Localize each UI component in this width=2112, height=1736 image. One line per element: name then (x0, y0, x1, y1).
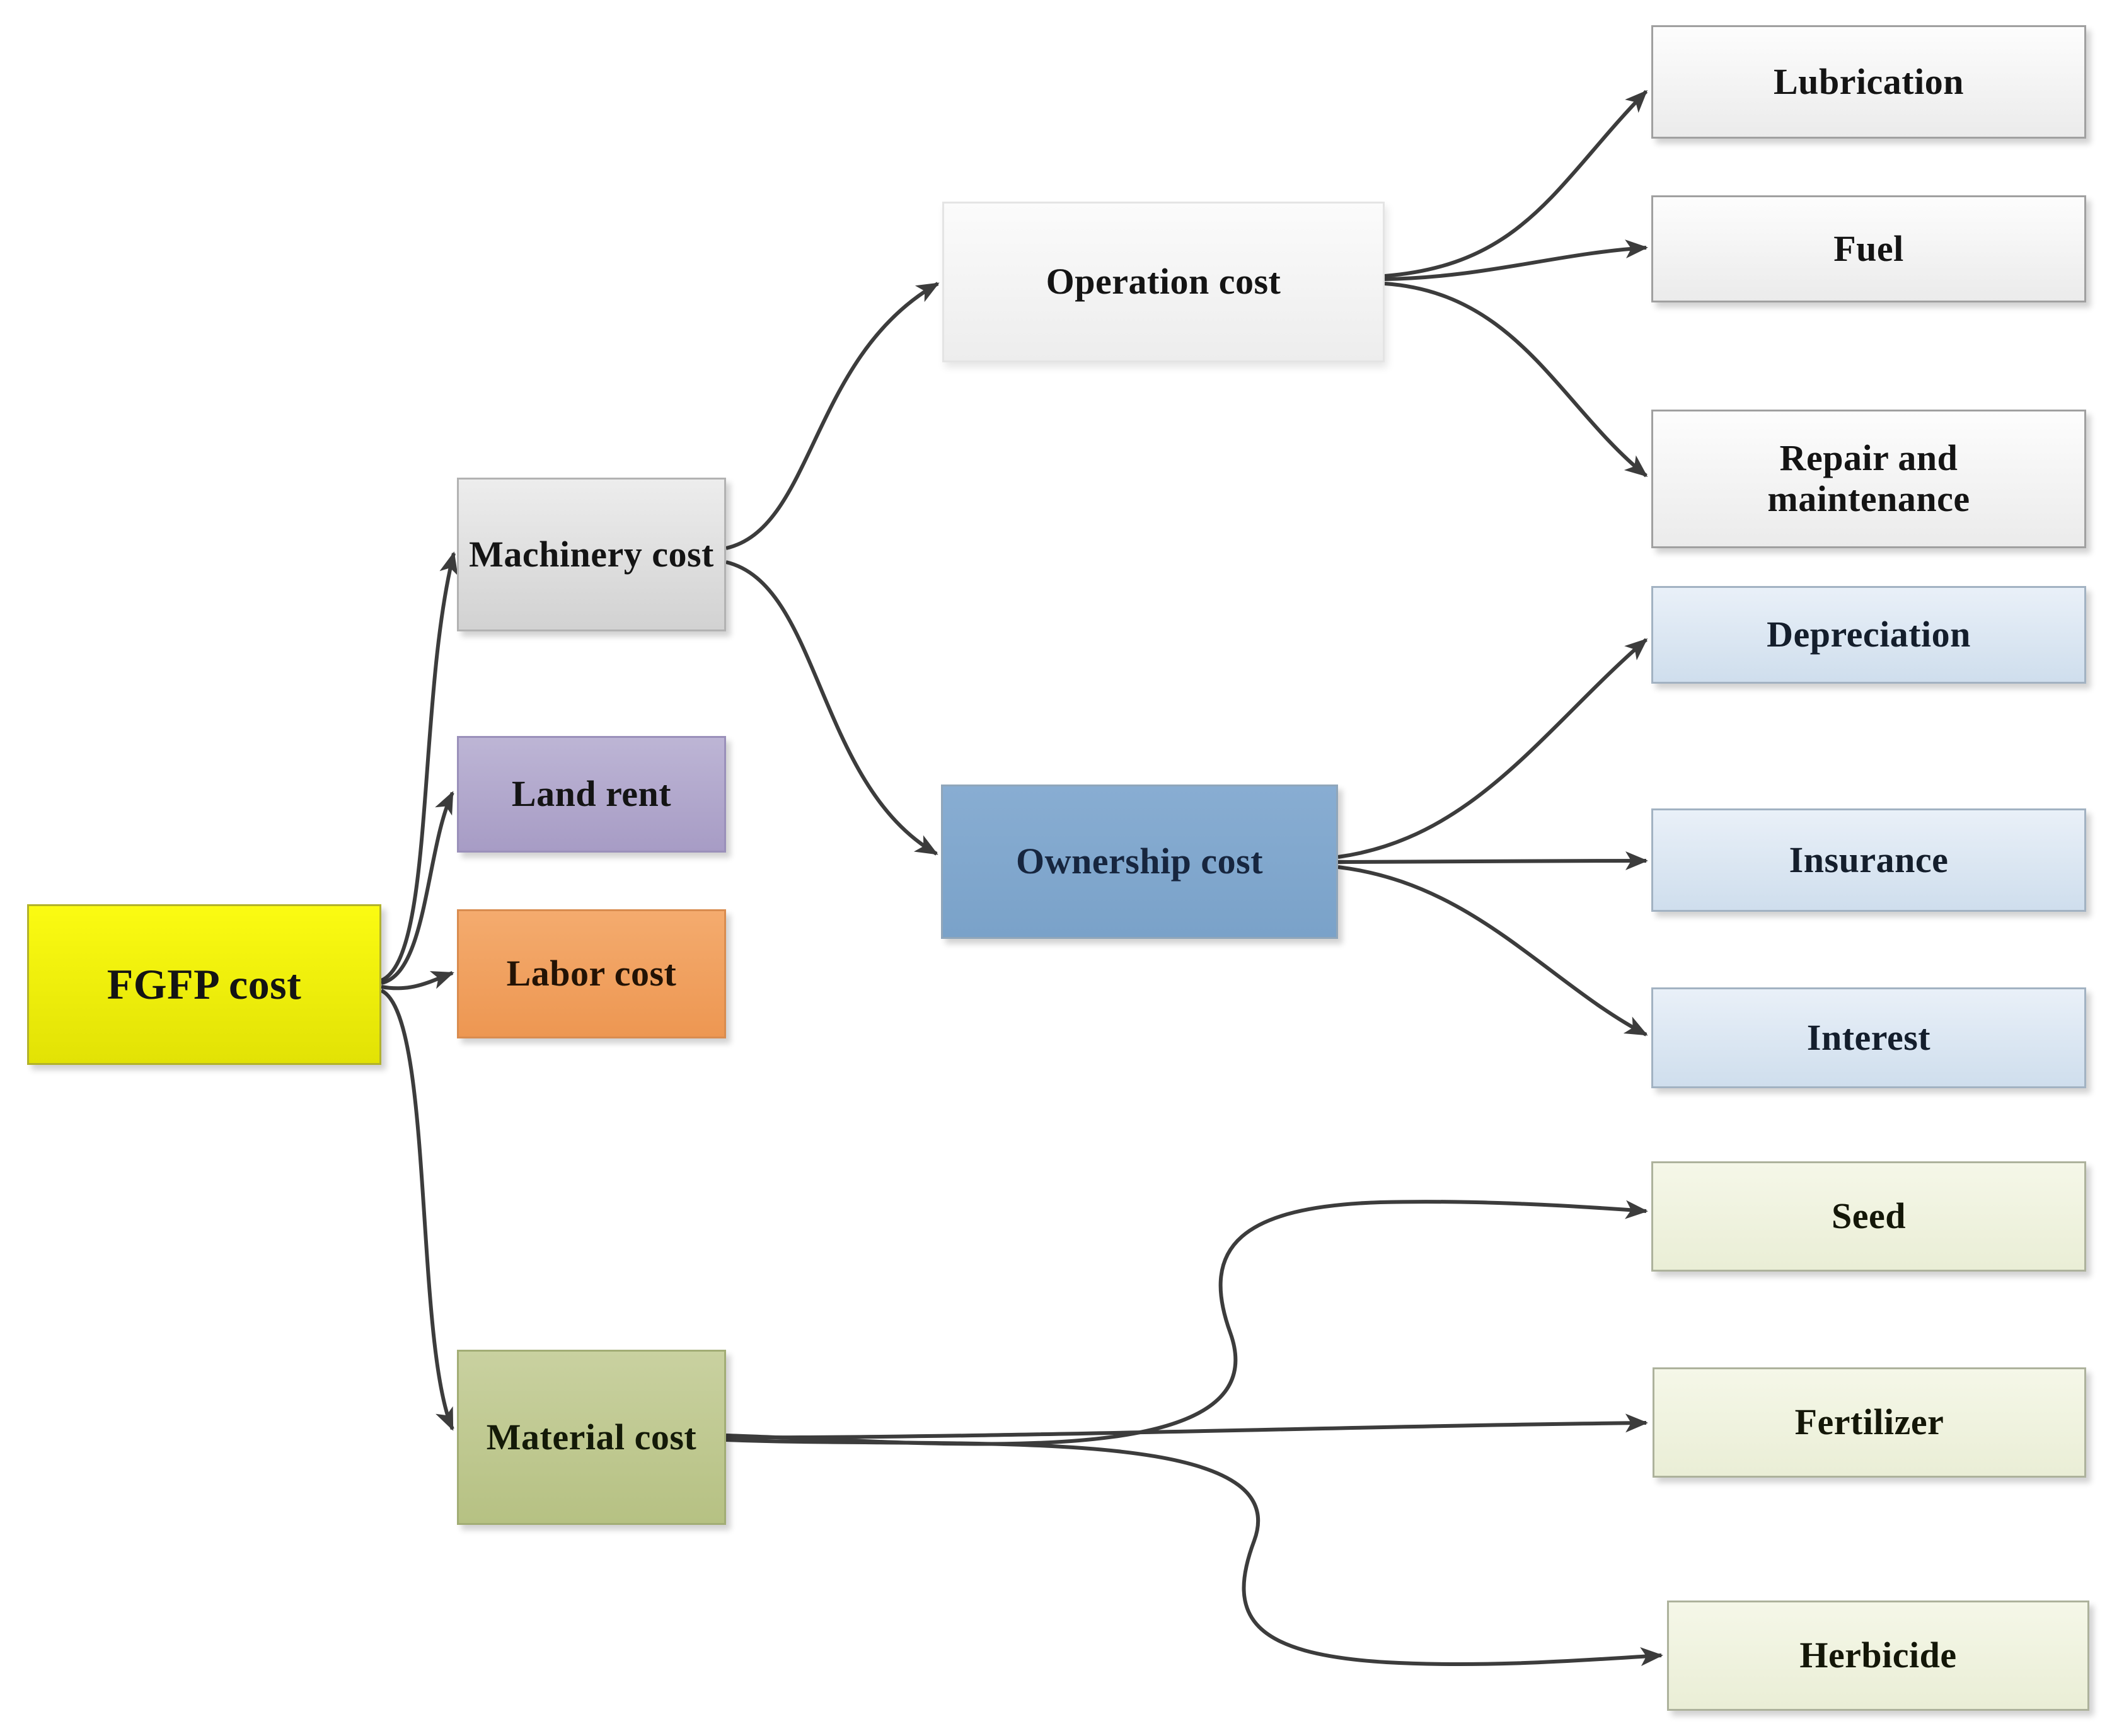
node-label: Depreciation (1767, 614, 1971, 655)
arrow-material-to-herbicide (725, 1438, 1663, 1667)
arrow-machinery-to-ownership (725, 560, 938, 856)
node-label: Lubrication (1774, 60, 1964, 102)
node-fgfp: FGFP cost (27, 904, 381, 1065)
node-seed: Seed (1651, 1161, 2086, 1272)
node-lubrication: Lubrication (1651, 25, 2086, 139)
node-label: Labor cost (506, 953, 677, 994)
arrow-material-to-fertilizer (725, 1413, 1648, 1440)
node-label: Ownership cost (1015, 841, 1264, 882)
node-land: Land rent (457, 736, 726, 853)
arrow-operation-to-lubrication (1384, 89, 1648, 278)
arrow-fgfp-to-material (380, 989, 454, 1431)
node-herbicide: Herbicide (1667, 1601, 2089, 1711)
arrow-fgfp-to-machinery (380, 551, 458, 982)
arrow-material-to-seed (725, 1200, 1648, 1446)
node-label: Land rent (511, 773, 672, 815)
arrow-ownership-to-insurance (1337, 851, 1648, 871)
arrow-ownership-to-interest (1337, 865, 1648, 1037)
node-label: Interest (1806, 1016, 1931, 1058)
node-label: Operation cost (1046, 261, 1281, 302)
node-depreciation: Depreciation (1651, 586, 2086, 684)
node-fuel: Fuel (1651, 195, 2086, 302)
arrow-operation-to-fuel (1384, 239, 1648, 281)
node-insurance: Insurance (1651, 808, 2086, 912)
node-operation: Operation cost (942, 202, 1385, 362)
node-repair: Repair and maintenance (1651, 410, 2086, 548)
arrow-fgfp-to-labor (381, 971, 454, 991)
node-fertilizer: Fertilizer (1653, 1367, 2086, 1478)
node-label: FGFP cost (107, 960, 302, 1009)
node-material: Material cost (457, 1350, 726, 1525)
node-label: Seed (1832, 1195, 1906, 1237)
arrow-fgfp-to-land (381, 791, 454, 985)
node-label: Fertilizer (1794, 1401, 1944, 1443)
node-ownership: Ownership cost (941, 785, 1338, 939)
node-label: Herbicide (1799, 1635, 1957, 1676)
arrow-ownership-to-depreciation (1337, 638, 1648, 859)
arrow-operation-to-repair (1384, 282, 1648, 478)
node-label: Insurance (1789, 839, 1949, 880)
node-machinery: Machinery cost (457, 478, 726, 631)
node-label: Repair and maintenance (1767, 437, 1970, 519)
node-label: Material cost (486, 1416, 697, 1457)
node-label: Fuel (1833, 227, 1904, 269)
node-label: Machinery cost (469, 533, 714, 575)
node-labor: Labor cost (457, 909, 726, 1038)
arrow-machinery-to-operation (725, 282, 940, 550)
node-interest: Interest (1651, 987, 2086, 1088)
